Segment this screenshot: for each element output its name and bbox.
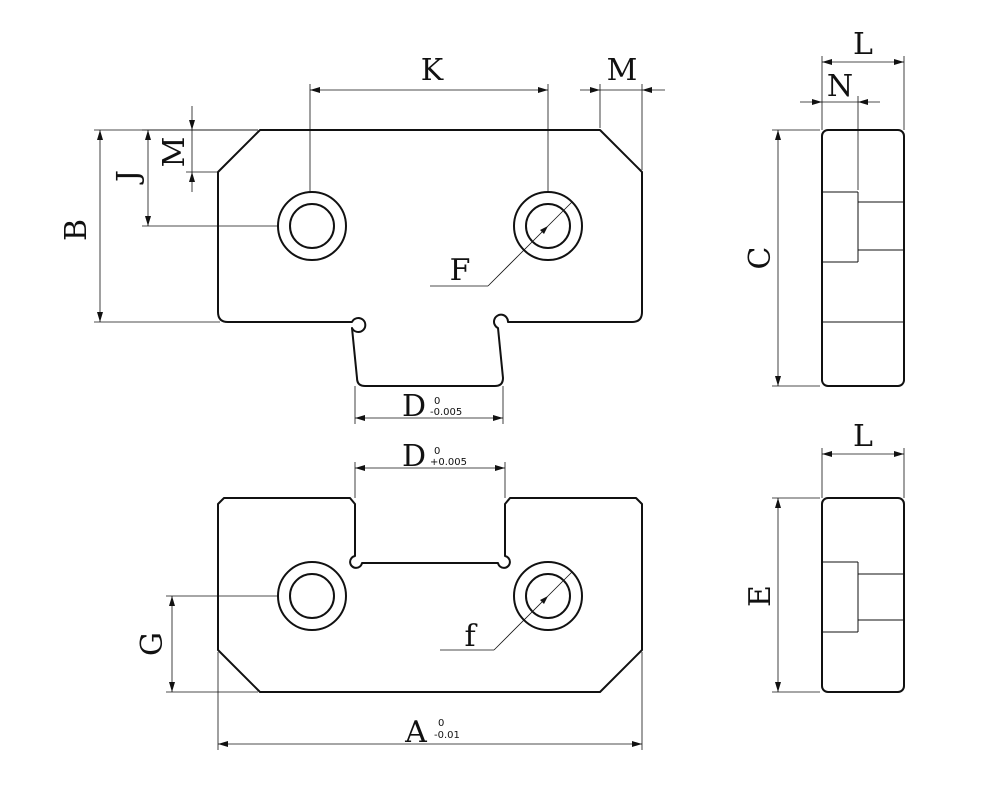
dim-L-bottom — [821, 448, 905, 498]
dim-M-left — [186, 106, 218, 192]
dim-A — [217, 652, 643, 750]
label-B: B — [59, 219, 94, 241]
dim-E — [772, 497, 820, 693]
dim-D-bottom — [354, 462, 506, 498]
label-J: J — [111, 170, 146, 185]
dim-J — [142, 129, 278, 227]
label-F: F — [450, 253, 471, 288]
label-D-bottom: D — [402, 439, 426, 474]
label-N: N — [827, 69, 853, 104]
counterbore-left — [277, 191, 347, 261]
hole-right-bottom — [525, 573, 571, 619]
label-M-left: M — [157, 137, 192, 168]
side-view-top — [821, 129, 905, 387]
dim-L-top — [821, 56, 905, 130]
dim-D-top — [354, 386, 504, 424]
counterbore-left-bottom — [277, 561, 347, 631]
tol-A-lower: -0.01 — [434, 730, 460, 741]
counterbore-right-bottom — [513, 561, 583, 631]
dim-B — [94, 129, 258, 323]
top-plate — [217, 129, 643, 387]
tol-A-upper: 0 — [438, 718, 444, 729]
hole-left — [289, 203, 335, 249]
hole-left-bottom — [289, 573, 335, 619]
dim-N — [800, 96, 880, 190]
label-C: C — [743, 247, 778, 270]
tol-D-bottom-lower: +0.005 — [430, 457, 467, 468]
dim-M-top — [580, 84, 665, 170]
tol-D-bottom-upper: 0 — [434, 446, 440, 457]
dim-K — [309, 84, 549, 192]
label-D-top: D — [402, 389, 426, 424]
leader-F — [430, 201, 573, 287]
leader-f — [440, 571, 573, 651]
label-E: E — [743, 585, 778, 607]
label-G: G — [135, 632, 170, 656]
label-M-top: M — [607, 53, 638, 88]
tol-D-top-upper: 0 — [434, 396, 440, 407]
label-L-top: L — [853, 27, 873, 62]
dim-G — [166, 595, 278, 693]
hole-right — [525, 203, 571, 249]
bottom-plate — [217, 497, 643, 693]
label-L-bottom: L — [853, 419, 873, 454]
side-view-bottom — [821, 497, 905, 693]
label-f: f — [464, 619, 477, 654]
tol-D-top-lower: -0.005 — [430, 407, 462, 418]
label-K: K — [421, 53, 444, 88]
dim-C — [772, 129, 820, 387]
label-A: A — [404, 715, 427, 750]
